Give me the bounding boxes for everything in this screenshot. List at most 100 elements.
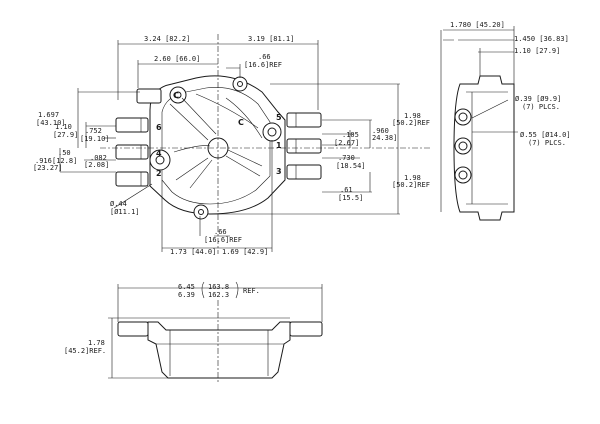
dim-text-639: 6.39: [178, 291, 195, 299]
dim-text-105-mm: [2.67]: [334, 139, 359, 147]
dim-960: [322, 119, 372, 148]
dim-bottom: [161, 140, 273, 252]
dim-overall-width: [117, 40, 319, 110]
dim-text-916: .916: [35, 157, 52, 165]
dim-text-082: .082: [90, 154, 107, 162]
dim-1697: [77, 88, 140, 148]
front-terminal-left: [117, 321, 149, 337]
channel-2: [181, 97, 217, 135]
dim-text-198b: 1.98: [404, 174, 421, 182]
channel-9: [189, 159, 213, 189]
side-view: [440, 26, 518, 221]
front-view-dim-text: 6.45 6.39 163.8 162.3 REF. 1.78 [45.2]RE…: [64, 281, 260, 355]
side-dim-lines-left: [440, 30, 454, 212]
dim-text-1697-mm: [43.10]: [36, 119, 66, 127]
dim-text-198a-mm: [50.2]REF: [392, 119, 430, 127]
dim-260: [137, 60, 218, 88]
side-view-dim-text: 1.780 [45.20] 1.450 [36.83] 1.10 [27.9] …: [450, 21, 571, 147]
dim-text-66-bot: .66: [214, 228, 227, 236]
ear-top-left: [169, 86, 187, 104]
channel-5: [173, 145, 211, 153]
ear-left-hole: [155, 155, 165, 165]
ear-top-right: [232, 76, 248, 92]
dim-text-044-mm: [Ø11.1]: [110, 208, 140, 216]
ear-top-left-hole: [174, 91, 182, 99]
dim-text-110-side: 1.10 [27.9]: [514, 47, 560, 55]
dim-text-66-top-mm: [16.6]REF: [244, 61, 282, 69]
dim-text-198b-mm: [50.2]REF: [392, 181, 430, 189]
label-terminal-1: 1: [276, 141, 282, 150]
dim-105: [322, 130, 354, 148]
dim-text-110-mm: [27.9]: [53, 131, 78, 139]
terminal-4: [115, 144, 149, 160]
side-boss-3: [454, 166, 472, 184]
ear-bottom: [193, 204, 209, 220]
dim-text-ref: REF.: [243, 287, 260, 295]
dim-text-61-mm: [15.5]: [338, 194, 363, 202]
dim-text-319: 3.19 [81.1]: [248, 35, 294, 43]
centerlines: [100, 34, 430, 254]
label-terminal-3: 3: [276, 167, 282, 176]
top-view-dimensions: [59, 40, 400, 252]
front-view: [108, 284, 323, 384]
dim-916: [59, 148, 116, 173]
dim-text-752-mm: [19.10]: [80, 135, 110, 143]
dim-text-50: .50: [58, 149, 71, 157]
dim-text-110: 1.10: [55, 123, 72, 131]
dim-61: [322, 172, 372, 193]
terminal-3: [286, 164, 322, 180]
dim-text-1780: 1.780 [45.20]: [450, 21, 505, 29]
channel-8: [175, 157, 209, 181]
front-dim-overall: [117, 284, 323, 322]
dim-text-645: 6.45: [178, 283, 195, 291]
side-boss-1-inner: [458, 112, 468, 122]
dim-text-178: 1.78: [88, 339, 105, 347]
dim-text-50-mm: [12.8]: [52, 157, 77, 165]
dim-198-upper: [270, 83, 400, 148]
dim-text-324: 3.24 [82.2]: [144, 35, 190, 43]
ear-right: [262, 122, 282, 142]
dim-text-169: 1.69 [42.9]: [222, 248, 268, 256]
side-dim-lines-top: [443, 26, 515, 84]
dim-text-730: .730: [338, 154, 355, 162]
dim-text-730-mm: [18.54]: [336, 162, 366, 170]
dim-text-198a: 1.98: [404, 112, 421, 120]
dim-110: [85, 122, 116, 148]
channel-4: [225, 97, 263, 139]
front-body-outline: [147, 321, 291, 379]
channel-7: [227, 149, 263, 167]
terminal-1: [286, 138, 322, 154]
front-dim-height: [108, 317, 168, 379]
top-view-dim-text: 3.24 [82.2] 3.19 [81.1] 2.60 [66.0] .66 …: [33, 35, 430, 256]
dim-text-1623: 162.3: [208, 291, 229, 299]
label-c-center: C: [238, 118, 244, 127]
ear-left: [149, 149, 171, 171]
terminal-ribs: [140, 113, 297, 186]
channel-1: [169, 103, 209, 141]
dim-text-916-mm: [23.27]: [33, 164, 63, 172]
bracket-marks: [201, 281, 239, 299]
dim-text-61: .61: [340, 186, 353, 194]
ear-bottom-hole: [198, 209, 204, 215]
dim-text-960-mm: 24.38]: [372, 134, 397, 142]
side-dim-leaders: [471, 99, 518, 133]
dim-text-752: .752: [85, 127, 102, 135]
terminal-left-bottom: [115, 171, 149, 187]
terminal-5: [286, 112, 322, 128]
dim-text-66-bot-mm: [16.6]REF: [204, 236, 242, 244]
dim-text-173: 1.73 [44.0]: [170, 248, 216, 256]
terminal-6: [115, 117, 149, 133]
side-body-inner: [466, 91, 508, 205]
dim-text-055-n: (7) PLCS.: [528, 139, 566, 147]
top-view: C C 6 4 2 5 1 3: [100, 34, 430, 254]
dim-198-lower: [210, 148, 400, 215]
dim-044-leader: [113, 183, 153, 209]
channel-6: [225, 155, 261, 177]
dim-text-105: .105: [342, 131, 359, 139]
dim-text-260: 2.60 [66.0]: [154, 55, 200, 63]
terminal-top-left: [136, 88, 162, 104]
label-terminal-6: 6: [156, 123, 162, 132]
side-boss-1: [454, 108, 472, 126]
side-boss-2-inner: [458, 141, 468, 151]
dim-text-1638: 163.8: [208, 283, 229, 291]
